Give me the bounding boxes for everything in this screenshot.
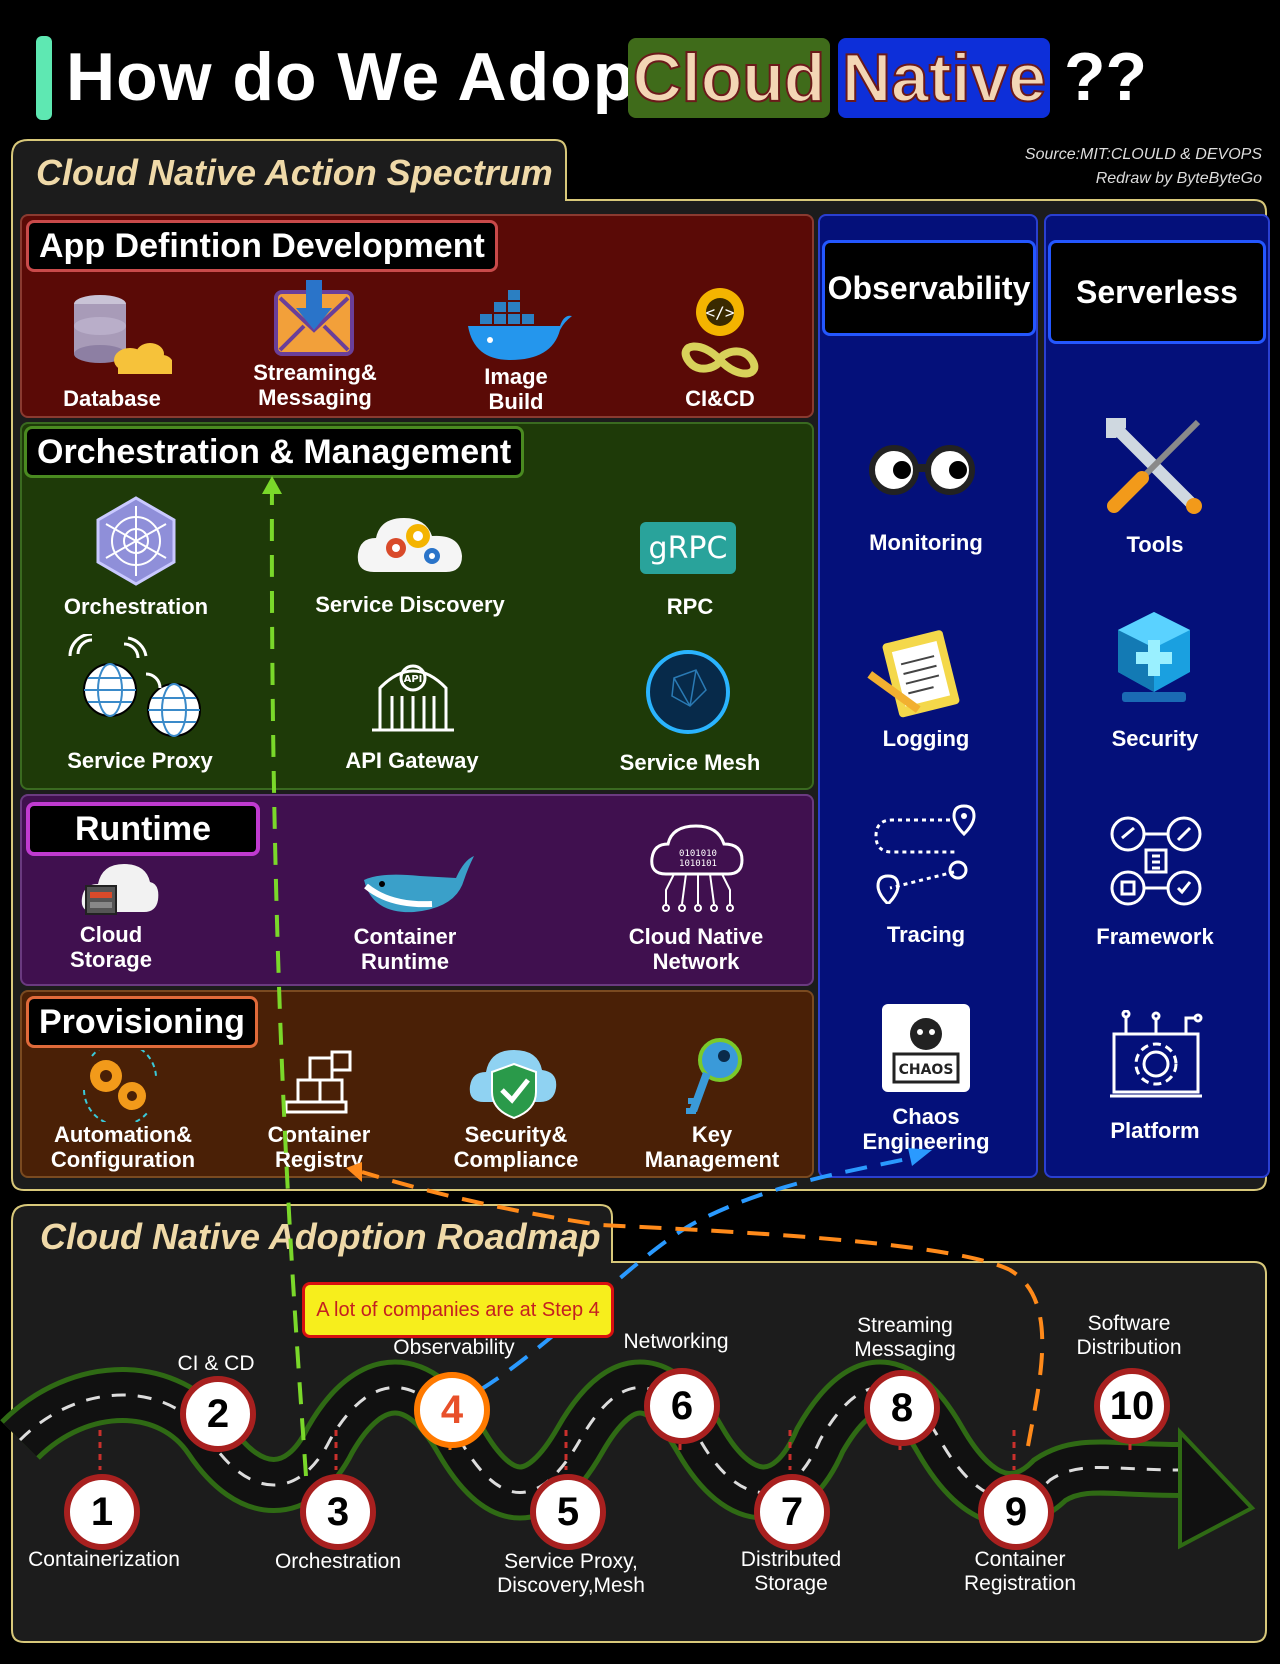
security-shield-icon [468, 1044, 558, 1120]
step-8-marker: 8 [864, 1370, 940, 1446]
step-1-label: Containerization [28, 1548, 180, 1571]
item-streaming: Streaming& Messaging [253, 360, 377, 410]
step-9-label: Container Registration [963, 1548, 1077, 1595]
step-10-label: Software Distribution [1076, 1312, 1182, 1359]
item-security-compliance: Security& Compliance [453, 1122, 579, 1172]
item-container-runtime: Container Runtime [353, 924, 457, 974]
step-7-label: Distributed Storage [740, 1548, 842, 1595]
step-7-marker: 7 [754, 1474, 830, 1550]
security-cube-icon [1112, 608, 1196, 704]
item-cloud-storage: Cloud Storage [70, 922, 152, 972]
section-prov-label: Provisioning [26, 996, 258, 1048]
step-4-marker: 4 [414, 1372, 490, 1448]
api-gateway-icon: API [368, 652, 458, 734]
tracing-route-icon [870, 804, 980, 904]
cicd-icon: </> [668, 282, 772, 382]
item-image-build: Image Build [484, 364, 548, 414]
step-10-marker: 10 [1094, 1368, 1170, 1444]
title-accent-bar [36, 36, 52, 120]
title-native-word: Native [841, 39, 1047, 117]
item-platform: Platform [1110, 1118, 1200, 1143]
step-4-label: Observability [393, 1336, 515, 1359]
item-framework: Framework [1096, 924, 1214, 949]
item-logging: Logging [882, 726, 970, 751]
serverless-header: Serverless [1048, 240, 1266, 344]
svg-text:gRPC: gRPC [649, 531, 728, 566]
monitoring-eyes-icon [862, 440, 982, 500]
orchestration-web-icon [94, 496, 178, 586]
chaos-engineering-icon: CHAOS [882, 1004, 970, 1092]
step-1-marker: 1 [64, 1474, 140, 1550]
cloud-storage-icon [80, 856, 160, 918]
tools-wrench-screwdriver-icon [1102, 414, 1208, 518]
step-3-marker: 3 [300, 1474, 376, 1550]
item-monitoring: Monitoring [869, 530, 983, 555]
streaming-icon [270, 278, 358, 358]
platform-icon [1108, 1010, 1204, 1100]
svg-text:0101010: 0101010 [679, 849, 717, 859]
container-runtime-whale-icon [360, 850, 474, 916]
source-line: Source:MIT:CLOULD & DEVOPS [1024, 146, 1262, 163]
title-cloud-word: Cloud [632, 39, 827, 117]
step-6-label: Networking [623, 1330, 729, 1353]
observability-header: Observability [822, 240, 1036, 336]
step-5-marker: 5 [530, 1474, 606, 1550]
page-title: How do We Adopt [66, 39, 659, 115]
svg-text:</>: </> [706, 303, 735, 322]
item-tracing: Tracing [886, 922, 966, 947]
logging-clipboard-icon [860, 630, 970, 726]
item-orchestration: Orchestration [63, 594, 209, 619]
grpc-icon: gRPC [638, 520, 738, 576]
item-service-proxy: Service Proxy [67, 748, 213, 773]
docker-whale-icon [460, 290, 572, 362]
container-registry-icon [282, 1050, 354, 1116]
title-highlight-cloud: Cloud [628, 38, 830, 118]
framework-icon [1108, 814, 1204, 908]
step-3-label: Orchestration [274, 1550, 402, 1573]
database-icon [52, 282, 172, 382]
cloud-network-icon: 0101010 1010101 [650, 824, 744, 914]
service-mesh-globe-icon [644, 648, 732, 736]
svg-text:1010101: 1010101 [679, 859, 717, 869]
item-serverless-security: Security [1111, 726, 1199, 751]
source-credit: Source:MIT:CLOULD & DEVOPS Redraw by Byt… [1025, 143, 1262, 191]
roadmap-title: Cloud Native Adoption Roadmap [40, 1216, 601, 1257]
step-6-marker: 6 [644, 1368, 720, 1444]
automation-gears-icon [78, 1050, 162, 1122]
item-database: Database [63, 386, 161, 411]
section-app-label: App Defintion Development [26, 220, 498, 272]
key-icon [680, 1036, 754, 1120]
item-rpc: RPC [666, 594, 714, 619]
section-runtime-label: Runtime [26, 802, 260, 856]
step-2-marker: 2 [180, 1376, 256, 1452]
title-highlight-native: Native [838, 38, 1050, 118]
step-9-marker: 9 [978, 1474, 1054, 1550]
service-discovery-cloud-icon [356, 506, 464, 576]
step-8-label: Streaming Messaging [854, 1314, 956, 1361]
step-2-label: CI & CD [177, 1352, 255, 1375]
title-question-marks: ?? [1064, 39, 1148, 115]
service-proxy-globes-icon [64, 634, 204, 740]
step-5-label: Service Proxy, Discovery,Mesh [497, 1550, 645, 1597]
item-service-discovery: Service Discovery [315, 592, 505, 617]
section-orch-label: Orchestration & Management [24, 426, 525, 478]
svg-text:CHAOS: CHAOS [899, 1062, 954, 1078]
item-cloud-native-network: Cloud Native Network [628, 924, 764, 974]
item-api-gateway: API Gateway [345, 748, 479, 773]
item-key-management: Key Management [644, 1122, 780, 1172]
item-cicd: CI&CD [685, 386, 755, 411]
spectrum-title: Cloud Native Action Spectrum [36, 152, 553, 193]
item-service-mesh: Service Mesh [619, 750, 761, 775]
step4-callout: A lot of companies are at Step 4 [302, 1282, 614, 1338]
redraw-line: Redraw by ByteByteGo [1095, 170, 1262, 187]
item-automation: Automation& Configuration [50, 1122, 196, 1172]
svg-text:API: API [404, 674, 423, 685]
item-tools: Tools [1126, 532, 1184, 557]
